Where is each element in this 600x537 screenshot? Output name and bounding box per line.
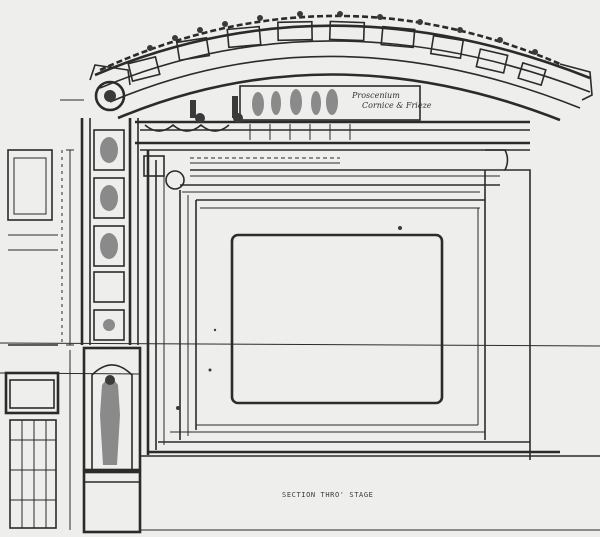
entablature-cornice xyxy=(135,96,531,193)
proscenium-frame xyxy=(140,150,600,531)
left-ornamental-pilaster xyxy=(80,64,142,534)
side-box-elevation xyxy=(4,149,71,530)
frieze-note-line1: Proscenium xyxy=(351,91,400,100)
drawing-caption: SECTION THRO' STAGE xyxy=(282,491,373,499)
arched-coffered-ceiling xyxy=(94,11,593,122)
frieze-note-line2: Cornice & Frieze xyxy=(362,101,432,110)
dimension-marks xyxy=(60,99,84,346)
sculpted-frieze: Proscenium Cornice & Frieze xyxy=(239,85,432,121)
